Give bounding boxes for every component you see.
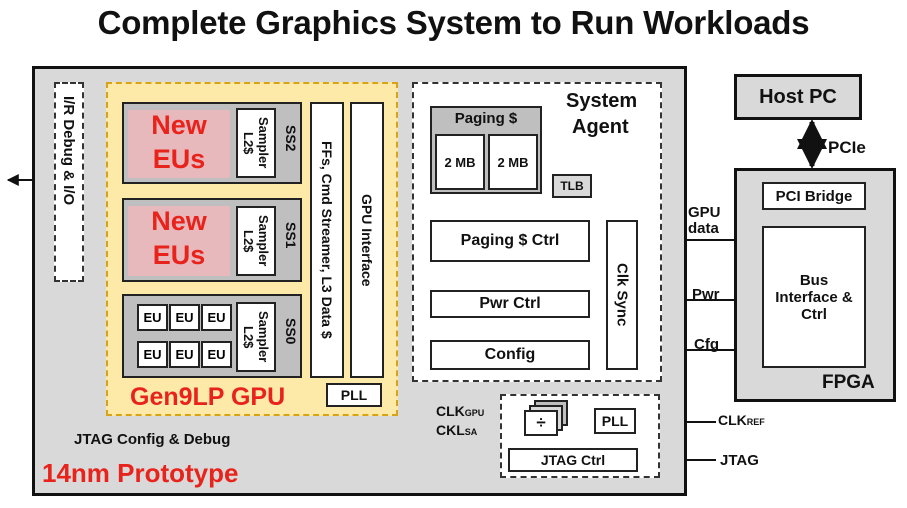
ss0-sampler: Sampler L2$ [236, 302, 276, 372]
jtag-config-label: JTAG Config & Debug [74, 431, 231, 448]
eu-cell: EU [201, 304, 232, 331]
pwr-label: Pwr [692, 286, 720, 303]
pcie-label: PCIe [828, 138, 866, 157]
ffs-cmd-streamer: FFs, Cmd Streamer, L3 Data $ [310, 102, 344, 378]
eu-cell: EU [169, 341, 200, 368]
clk-pll: PLL [594, 408, 636, 434]
gpu-interface: GPU Interface [350, 102, 384, 378]
ss0-label: SS0 [283, 318, 299, 345]
paging-cache-label: Paging $ [454, 110, 518, 127]
pwr-ctrl: Pwr Ctrl [430, 290, 590, 318]
jtag-ctrl: JTAG Ctrl [508, 448, 638, 472]
fpga-label: FPGA [822, 372, 875, 393]
jtag-label: JTAG [720, 452, 759, 469]
host-pc: Host PC [734, 74, 862, 120]
ss2-sampler: Sampler L2$ [236, 108, 276, 178]
gpu-label: Gen9LP GPU [130, 383, 286, 411]
ss2-eu-text-1: New [151, 110, 207, 140]
clk-sync: Clk Sync [606, 220, 638, 370]
ss2-eu-text-2: EUs [152, 144, 206, 174]
tlb-block: TLB [552, 174, 592, 198]
eu-cell: EU [201, 341, 232, 368]
paging-ctrl: Paging $ Ctrl [430, 220, 590, 262]
ss1-eu-text-1: New [151, 206, 207, 236]
paging-mb-2: 2 MB [488, 134, 538, 190]
bus-interface: Bus Interface & Ctrl [762, 226, 866, 368]
eu-array-ss2 [128, 110, 230, 178]
config-block: Config [430, 340, 590, 370]
io-debug-block [54, 82, 84, 282]
divider-block: ÷ [524, 410, 558, 436]
gpu-data-label-2: data [688, 220, 719, 237]
prototype-label: 14nm Prototype [42, 458, 239, 488]
clk-gpu-label: CLKGPU [436, 403, 485, 419]
page-title: Complete Graphics System to Run Workload… [97, 4, 810, 41]
gpu-data-label-1: GPU [688, 204, 721, 221]
clk-ref-label: CLKREF [718, 412, 765, 428]
system-agent-label-2: Agent [572, 116, 629, 138]
ss1-label: SS1 [283, 222, 299, 249]
ss1-sampler: Sampler L2$ [236, 206, 276, 276]
eu-cell: EU [137, 304, 168, 331]
paging-mb-1: 2 MB [435, 134, 485, 190]
eu-cell: EU [137, 341, 168, 368]
cfg-label: Cfg [694, 336, 719, 353]
clk-sa-label: CKLSA [436, 422, 478, 438]
io-debug-label: I/R Debug & I/O [60, 96, 77, 206]
ss1-eu-text-2: EUs [152, 240, 206, 270]
eu-array-ss1 [128, 206, 230, 276]
gpu-pll: PLL [326, 383, 382, 407]
eu-cell: EU [169, 304, 200, 331]
system-agent-label-1: System [566, 90, 638, 112]
ss2-label: SS2 [283, 125, 299, 152]
pci-bridge: PCI Bridge [762, 182, 866, 210]
